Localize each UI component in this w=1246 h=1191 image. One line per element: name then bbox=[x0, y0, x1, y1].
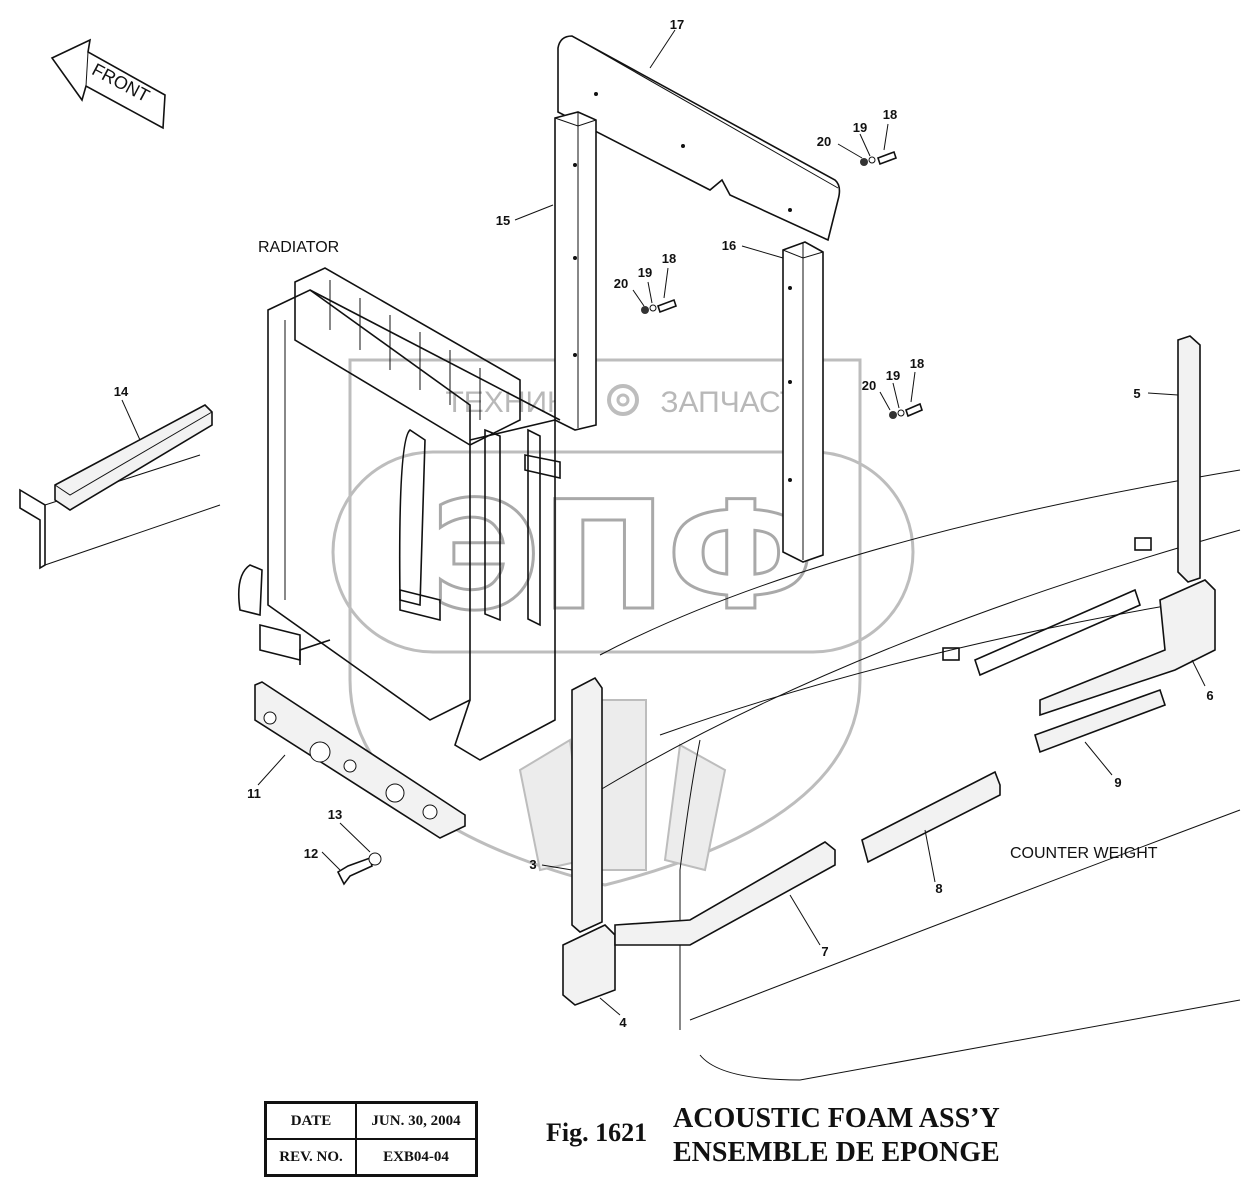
callout-8: 8 bbox=[935, 881, 942, 896]
part-6-corner-foam bbox=[1039, 579, 1216, 717]
gear-icon bbox=[607, 384, 639, 416]
hardware-set-top bbox=[860, 150, 898, 166]
callout-18-top: 18 bbox=[883, 107, 897, 122]
part-14-side-foam bbox=[19, 404, 221, 570]
callout-11: 11 bbox=[247, 786, 261, 801]
hardware-set-middle bbox=[641, 298, 678, 314]
part-17-top-panel bbox=[557, 35, 841, 242]
callout-15: 15 bbox=[496, 213, 510, 228]
front-arrow-label: FRONT bbox=[89, 59, 153, 106]
part-15-vertical-foam bbox=[554, 111, 597, 431]
figure-title-fr: ENSEMBLE DE EPONGE bbox=[673, 1137, 1000, 1168]
radiator-assembly: RADIATOR bbox=[237, 239, 561, 761]
callout-14: 14 bbox=[114, 384, 129, 399]
rev-label: REV. NO. bbox=[266, 1139, 356, 1175]
radiator-label: RADIATOR bbox=[258, 239, 339, 256]
front-arrow: FRONT bbox=[50, 38, 166, 130]
figure-title: ACOUSTIC FOAM ASS’Y ENSEMBLE DE EPONGE bbox=[673, 1102, 1000, 1170]
wheat-emblem-icon bbox=[518, 699, 727, 872]
callouts: 17 15 16 20 19 18 20 19 18 20 19 18 14 5… bbox=[114, 17, 1214, 1030]
hardware-set-right bbox=[889, 402, 923, 419]
callout-9: 9 bbox=[1114, 775, 1121, 790]
callout-13: 13 bbox=[328, 807, 342, 822]
part-8-foam-strip bbox=[861, 770, 1001, 864]
part-5-vertical-foam bbox=[1177, 335, 1201, 583]
callout-7: 7 bbox=[821, 944, 828, 959]
date-label: DATE bbox=[266, 1103, 356, 1139]
callout-18-mid: 18 bbox=[662, 251, 676, 266]
callout-6: 6 bbox=[1206, 688, 1213, 703]
part-4-corner-foam bbox=[562, 924, 616, 1006]
part-7-foam-strip bbox=[614, 841, 836, 946]
date-value: JUN. 30, 2004 bbox=[356, 1103, 476, 1139]
callout-19-top: 19 bbox=[853, 120, 867, 135]
part-3-vertical-foam bbox=[571, 676, 603, 933]
bolt-12-washer-13 bbox=[336, 852, 382, 886]
callout-18-right: 18 bbox=[910, 356, 924, 371]
rev-value: EXB04-04 bbox=[356, 1139, 476, 1175]
figure-number: Fig. 1621 bbox=[546, 1118, 648, 1147]
leader-lines bbox=[121, 29, 1206, 1016]
callout-4: 4 bbox=[619, 1015, 627, 1030]
callout-16: 16 bbox=[722, 238, 736, 253]
callout-20-right: 20 bbox=[862, 378, 876, 393]
watermark-band bbox=[331, 450, 915, 654]
part-11-lower-foam bbox=[254, 681, 466, 839]
counter-weight-label: COUNTER WEIGHT bbox=[1010, 845, 1158, 862]
watermark-big-text: ЭПФ bbox=[431, 470, 815, 644]
part-9-foam-strip bbox=[1034, 688, 1167, 754]
callout-19-mid: 19 bbox=[638, 265, 652, 280]
callout-3: 3 bbox=[529, 857, 536, 872]
figure-title-en: ACOUSTIC FOAM ASS’Y bbox=[673, 1103, 1000, 1134]
callout-12: 12 bbox=[304, 846, 318, 861]
callout-19-right: 19 bbox=[886, 368, 900, 383]
callout-20-mid: 20 bbox=[614, 276, 628, 291]
part-16-vertical-foam bbox=[782, 241, 824, 563]
title-block: DATE JUN. 30, 2004 REV. NO. EXB04-04 bbox=[264, 1101, 478, 1177]
counter-weight: COUNTER WEIGHT bbox=[599, 469, 1241, 1081]
callout-5: 5 bbox=[1133, 386, 1140, 401]
callout-17: 17 bbox=[670, 17, 684, 32]
callout-20-top: 20 bbox=[817, 134, 831, 149]
